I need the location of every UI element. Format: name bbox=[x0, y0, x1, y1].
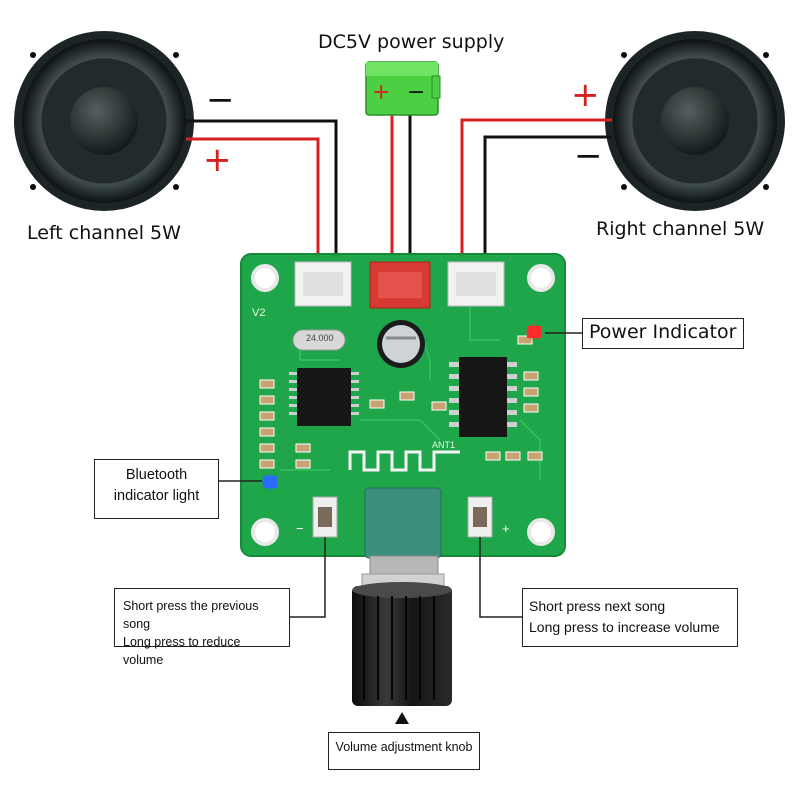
button-plus-sign: + bbox=[502, 521, 510, 536]
next-song-line1: Short press next song bbox=[529, 598, 666, 614]
bluetooth-indicator-line2: indicator light bbox=[113, 488, 200, 504]
button-minus-sign: − bbox=[296, 521, 304, 536]
previous-song-line1: Short press the previous song bbox=[123, 599, 259, 631]
left-channel-label: Left channel 5W bbox=[27, 222, 181, 244]
power-supply-label: DC5V power supply bbox=[318, 31, 505, 53]
right-plus-sign: + bbox=[571, 75, 600, 115]
left-minus-sign: − bbox=[206, 80, 235, 120]
crystal-label: 24.000 bbox=[306, 333, 334, 343]
next-song-line2: Long press to increase volume bbox=[529, 619, 720, 635]
power-indicator-callout: Power Indicator bbox=[582, 318, 744, 349]
volume-knob-text: Volume adjustment knob bbox=[335, 740, 473, 754]
right-speaker bbox=[605, 31, 785, 211]
battery-icon bbox=[365, 61, 441, 116]
power-wires bbox=[390, 112, 412, 265]
volume-knob bbox=[352, 487, 452, 706]
mounting-holes bbox=[251, 264, 555, 546]
left-plus-sign: + bbox=[203, 140, 232, 180]
volume-knob-callout: Volume adjustment knob bbox=[328, 732, 480, 770]
next-song-callout: Short press next song Long press to incr… bbox=[522, 588, 738, 647]
callout-lines bbox=[219, 332, 582, 618]
battery-minus-sign: − bbox=[407, 80, 426, 105]
previous-song-line2: Long press to reduce volume bbox=[123, 635, 241, 667]
right-channel-label: Right channel 5W bbox=[596, 218, 765, 240]
power-indicator-text: Power Indicator bbox=[589, 321, 737, 343]
left-speaker bbox=[14, 31, 194, 211]
right-minus-sign: − bbox=[574, 136, 603, 176]
bluetooth-indicator-line1: Bluetooth bbox=[125, 467, 188, 483]
knob-pointer-arrow bbox=[395, 712, 409, 724]
previous-song-callout: Short press the previous song Long press… bbox=[114, 588, 290, 667]
left-wires bbox=[186, 119, 338, 265]
battery-plus-sign: + bbox=[372, 80, 391, 105]
antenna-label: ANT1 bbox=[432, 440, 456, 450]
bluetooth-indicator-callout: Bluetooth indicator light bbox=[94, 459, 219, 519]
board-version-label: V2 bbox=[252, 307, 266, 319]
pcb-board bbox=[240, 253, 566, 557]
right-wires bbox=[460, 118, 612, 265]
